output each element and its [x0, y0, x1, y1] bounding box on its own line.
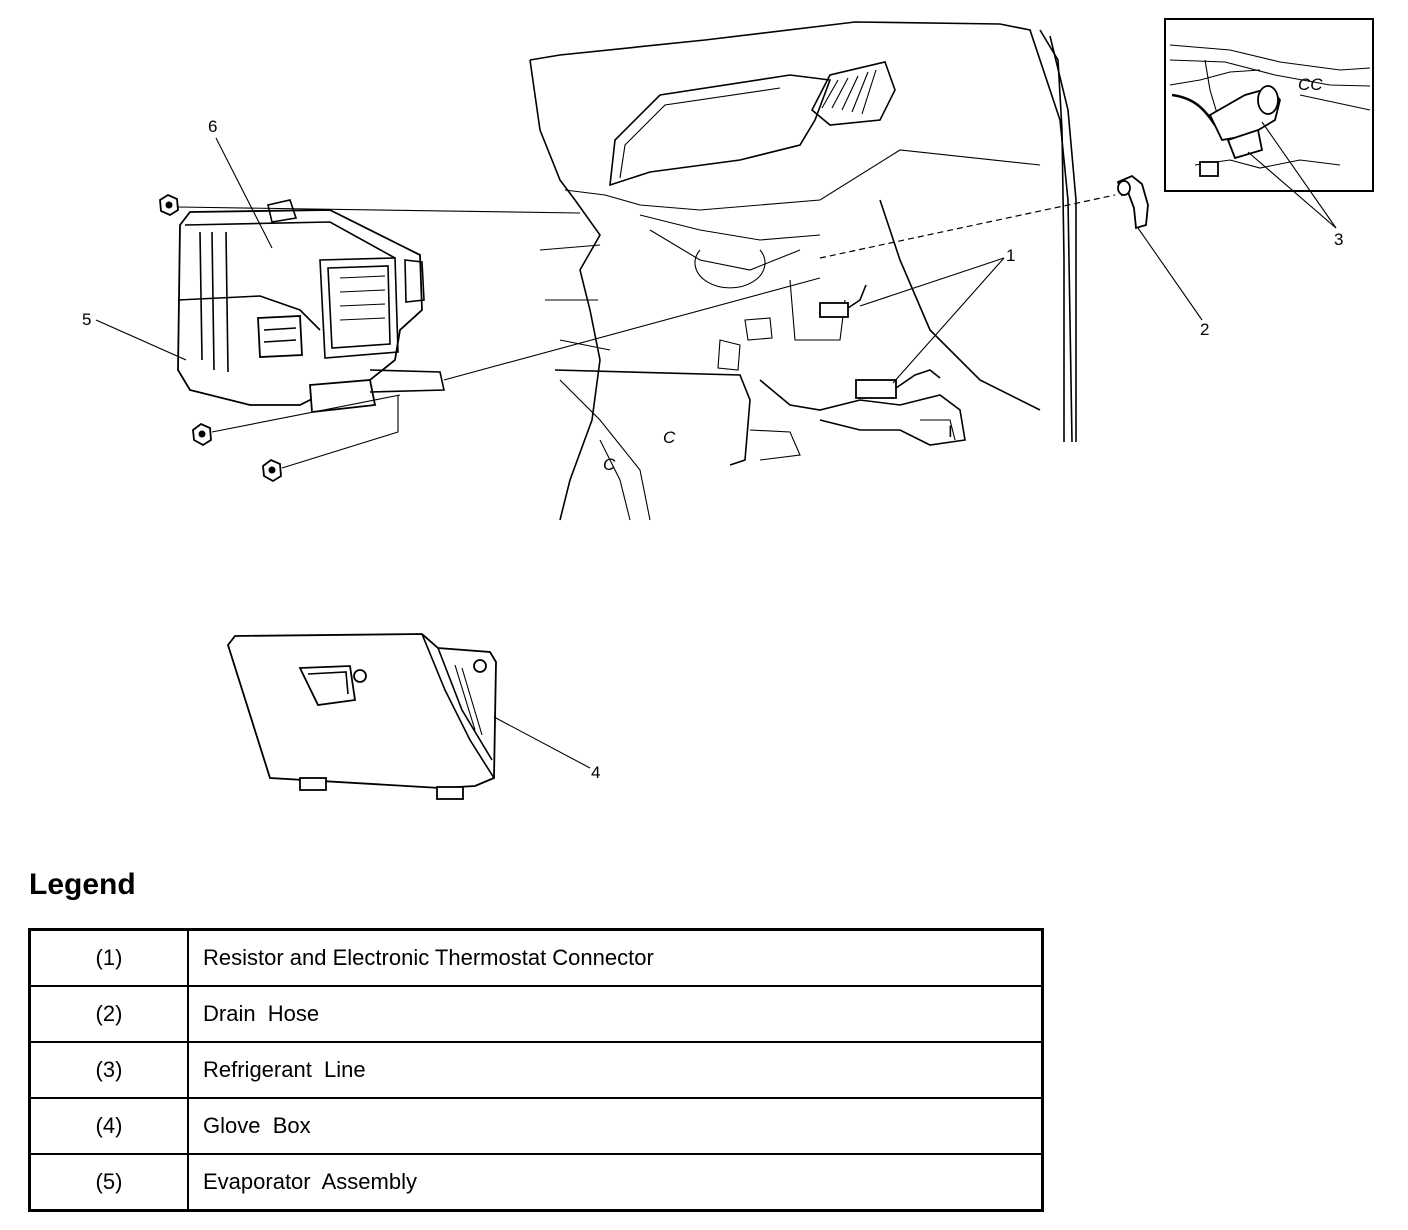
legend-number: (1): [28, 928, 189, 987]
callout-3: 3: [1334, 230, 1343, 249]
table-row: (3) Refrigerant Line: [28, 1041, 1044, 1099]
panel-letter-c-1: C: [663, 428, 676, 447]
leader-1a: [859, 257, 1005, 307]
legend-number: (5): [28, 1153, 189, 1212]
instrument-panel: [529, 21, 1077, 521]
leader-3a: [1261, 121, 1337, 229]
leader-4: [493, 716, 591, 769]
legend-description: Resistor and Electronic Thermostat Conne…: [187, 928, 1044, 987]
legend-description: Drain Hose: [187, 985, 1044, 1043]
panel-letter-c-2: C: [603, 455, 616, 474]
leader-5: [95, 319, 187, 361]
legend-number: (2): [28, 985, 189, 1043]
panel-letter-i: I: [948, 422, 953, 441]
table-row: (1) Resistor and Electronic Thermostat C…: [28, 928, 1044, 987]
leader-6: [215, 137, 273, 249]
thermostat-connector: [819, 284, 941, 399]
legend-table: (1) Resistor and Electronic Thermostat C…: [28, 928, 1044, 1212]
leader-1b: [892, 257, 1005, 384]
mounting-nut-top: [159, 193, 179, 217]
stud-line-right: [443, 277, 821, 381]
legend-number: (3): [28, 1041, 189, 1099]
legend-number: (4): [28, 1097, 189, 1155]
legend-description: Refrigerant Line: [187, 1041, 1044, 1099]
mounting-nut-bottom: [262, 458, 282, 483]
callout-1: 1: [1006, 246, 1015, 265]
table-row: (4) Glove Box: [28, 1097, 1044, 1155]
stud-line-bottom: [281, 395, 399, 469]
glove-box: [226, 633, 497, 800]
drain-hose-guide: [819, 194, 1116, 259]
drain-hose: [1116, 174, 1149, 230]
callout-6: 6: [208, 117, 217, 136]
callout-4: 4: [591, 763, 600, 782]
evaporator-assembly: [177, 199, 445, 413]
exploded-view-diagram: C C I: [82, 18, 1374, 800]
refrigerant-line-inset: CC: [1164, 18, 1374, 192]
stud-line-top: [177, 206, 581, 214]
table-row: (5) Evaporator Assembly: [28, 1153, 1044, 1212]
legend-description: Glove Box: [187, 1097, 1044, 1155]
leader-2: [1137, 227, 1203, 321]
stud-line-middle: [211, 394, 401, 433]
callout-5: 5: [82, 310, 91, 329]
table-row: (2) Drain Hose: [28, 985, 1044, 1043]
mounting-nut-middle: [192, 422, 212, 447]
leader-3b: [1247, 151, 1337, 229]
inset-mark: CC: [1298, 75, 1323, 94]
legend-title: Legend: [29, 868, 136, 901]
legend-description: Evaporator Assembly: [187, 1153, 1044, 1212]
callout-2: 2: [1200, 320, 1209, 339]
